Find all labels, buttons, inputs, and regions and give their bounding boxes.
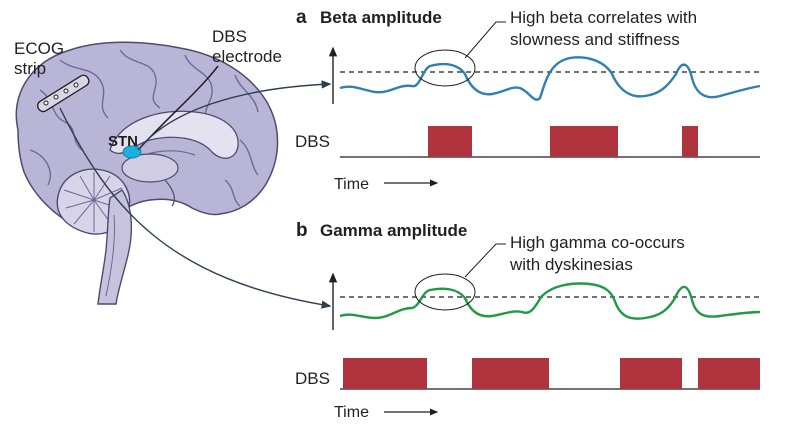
dbs-electrode-label-line1: DBS: [212, 27, 247, 46]
ecog-label-line2: strip: [14, 59, 46, 78]
panel-b-dbs-pulse-4: [698, 358, 760, 389]
panel-b-time-label: Time: [334, 404, 369, 421]
brainstem: [97, 189, 133, 305]
panel-a-beta-signal: [339, 56, 761, 101]
panel-b-highlight-ellipse: [414, 273, 476, 311]
panel-b-letter: b: [296, 220, 308, 241]
panel-a-title: Beta amplitude: [320, 8, 442, 27]
corpus-callosum: [109, 110, 239, 159]
panel-a-dbs-label: DBS: [295, 132, 330, 151]
stn-label: STN: [108, 133, 138, 150]
stn-target: [122, 145, 142, 159]
panel-a-highlight-ellipse: [414, 49, 476, 87]
panel-b-annotation-line2: with dyskinesias: [509, 255, 633, 274]
panel-b-dbs-pulse-2: [472, 358, 549, 389]
panel-b-annotation-line1: High gamma co-occurs: [510, 233, 685, 252]
panel-a-callout-line: [464, 21, 506, 59]
panel-a-annotation-line2: slowness and stiffness: [510, 30, 680, 49]
panel-a-dbs-pulse-1: [428, 126, 472, 157]
panel-a-letter: a: [296, 7, 307, 28]
panel-b-dbs-pulse-1: [343, 358, 427, 389]
panel-a-dbs-pulse-3: [682, 126, 698, 157]
panel-b-gamma-signal: [339, 282, 761, 320]
panel-b: b Gamma amplitude High gamma co-occurs w…: [295, 220, 761, 421]
dbs-electrode-label-line2: electrode: [212, 47, 282, 66]
panel-b-dbs-label: DBS: [295, 369, 330, 388]
panel-a: a Beta amplitude High beta correlates wi…: [295, 7, 761, 193]
panel-a-dbs-pulse-2: [550, 126, 618, 157]
brain-illustration: STN ECOG strip DBS electrode: [14, 27, 282, 305]
connector-dbs-to-beta: [137, 80, 332, 151]
panel-b-title: Gamma amplitude: [320, 221, 467, 240]
ecog-strip: [36, 74, 90, 113]
panel-a-annotation-line1: High beta correlates with: [510, 8, 697, 27]
panel-a-time-label: Time: [334, 176, 369, 193]
panel-b-callout-line: [464, 243, 506, 278]
connector-ecog-to-gamma: [59, 107, 332, 309]
ecog-label-line1: ECOG: [14, 39, 64, 58]
panel-b-dbs-pulse-3: [620, 358, 682, 389]
